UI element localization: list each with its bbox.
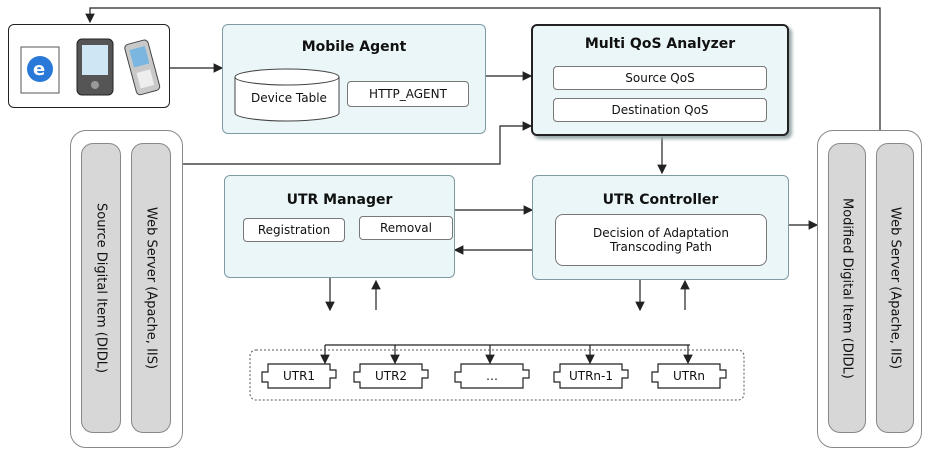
source-digital-item-label: Source Digital Item (DIDL) bbox=[93, 202, 109, 374]
utr-controller-title: UTR Controller bbox=[602, 192, 719, 208]
qos-analyzer-title: Multi QoS Analyzer bbox=[584, 36, 736, 52]
client-devices-panel: e bbox=[8, 24, 170, 108]
decision-line-2: Transcoding Path bbox=[610, 240, 712, 254]
utr-unit-n: UTRn bbox=[672, 369, 706, 383]
adaptation-decision-label: Decision of Adaptation Transcoding Path bbox=[555, 214, 767, 266]
registration-label: Registration bbox=[243, 218, 345, 242]
http-agent-label: HTTP_AGENT bbox=[347, 81, 469, 107]
modified-digital-item-label: Modified Digital Item (DIDL) bbox=[839, 197, 855, 379]
database-icon bbox=[234, 68, 340, 122]
source-qos-label: Source QoS bbox=[553, 66, 767, 90]
modified-digital-item-bar: Modified Digital Item (DIDL) bbox=[828, 143, 866, 433]
left-web-server-bar: Web Server (Apache, IIS) bbox=[131, 143, 171, 433]
multi-qos-analyzer-box: Multi QoS Analyzer Source QoS Destinatio… bbox=[531, 24, 789, 136]
removal-label: Removal bbox=[359, 216, 453, 240]
mobile-agent-box: Mobile Agent Device Table HTTP_AGENT bbox=[222, 24, 486, 134]
svg-text:e: e bbox=[33, 59, 45, 80]
right-web-server-label: Web Server (Apache, IIS) bbox=[887, 206, 903, 370]
mobile-phone-icon bbox=[124, 39, 161, 96]
utr-unit-ellipsis: … bbox=[486, 369, 498, 383]
client-icons: e bbox=[20, 38, 161, 96]
right-web-server-bar: Web Server (Apache, IIS) bbox=[876, 143, 914, 433]
device-table-label: Device Table bbox=[251, 91, 327, 105]
utr-unit-n-minus-1: UTRn-1 bbox=[568, 369, 614, 383]
destination-qos-label: Destination QoS bbox=[553, 98, 767, 122]
utr-unit-1: UTR1 bbox=[282, 369, 316, 383]
utr-manager-box: UTR Manager Registration Removal bbox=[224, 175, 455, 278]
internet-explorer-icon: e bbox=[20, 46, 60, 94]
utr-controller-box: UTR Controller Decision of Adaptation Tr… bbox=[532, 175, 789, 280]
utr-unit-2: UTR2 bbox=[374, 369, 408, 383]
utr-manager-title: UTR Manager bbox=[286, 192, 393, 208]
mobile-agent-title: Mobile Agent bbox=[301, 39, 407, 55]
left-server-group: Source Digital Item (DIDL) Web Server (A… bbox=[70, 130, 183, 448]
pda-icon bbox=[76, 38, 114, 96]
source-digital-item-bar: Source Digital Item (DIDL) bbox=[81, 143, 121, 433]
right-server-group: Modified Digital Item (DIDL) Web Server … bbox=[817, 130, 922, 448]
left-web-server-label: Web Server (Apache, IIS) bbox=[143, 206, 159, 370]
decision-line-1: Decision of Adaptation bbox=[593, 226, 729, 240]
